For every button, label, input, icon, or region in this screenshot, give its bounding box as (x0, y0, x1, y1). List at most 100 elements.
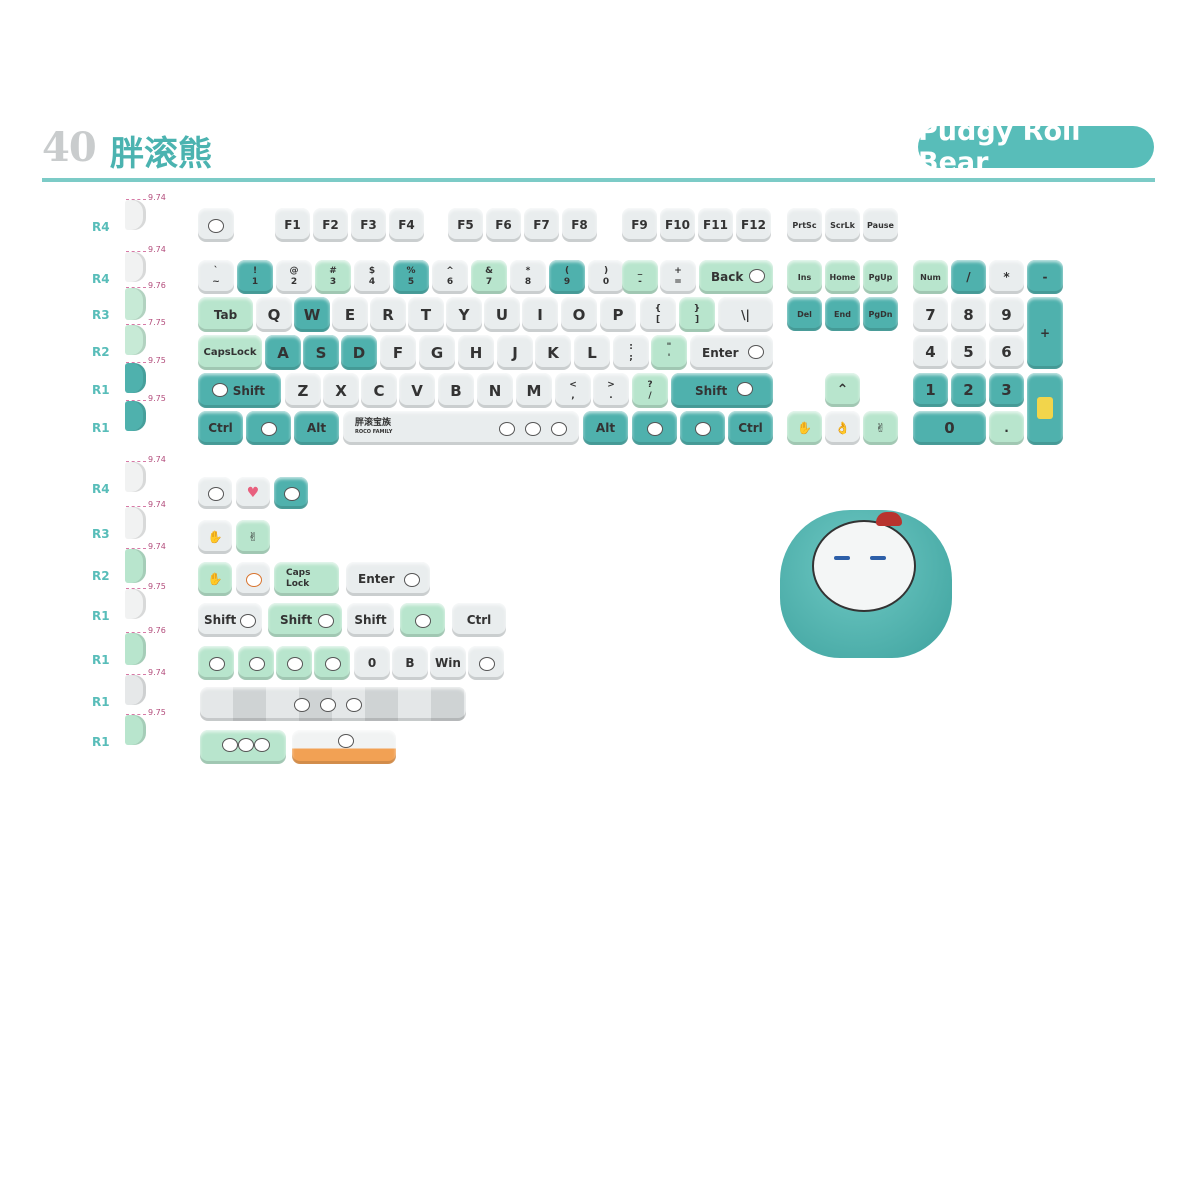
key-lalt[interactable]: Alt (294, 411, 339, 445)
key-lctrl[interactable]: Ctrl (198, 411, 243, 445)
key-o[interactable]: O (561, 297, 597, 332)
extra-key-shift-3[interactable]: Shift (347, 603, 394, 637)
key-arrow-left[interactable]: ✋ (787, 411, 822, 445)
key-rshift[interactable]: Shift (671, 373, 773, 408)
key-arrow-right[interactable]: ✌ (863, 411, 898, 445)
extra-key-paw-2[interactable]: ✋ (198, 562, 232, 596)
key-num-0[interactable]: 0 (913, 411, 986, 445)
extra-key-b[interactable]: B (392, 646, 428, 680)
extra-key-lion[interactable] (236, 562, 270, 596)
extra-key-bear-4[interactable] (198, 646, 234, 680)
key-num-8[interactable]: 8 (951, 297, 986, 332)
extra-key-hand[interactable]: ✌ (236, 520, 270, 554)
key-num-dot[interactable]: . (989, 411, 1024, 445)
key-pause[interactable]: Pause (863, 208, 898, 242)
key-end[interactable]: End (825, 297, 860, 331)
key-f1[interactable]: F1 (275, 208, 310, 242)
key-prtsc[interactable]: PrtSc (787, 208, 822, 242)
key-grave[interactable]: `~ (198, 260, 234, 294)
key-rwin[interactable] (632, 411, 677, 445)
key-v[interactable]: V (399, 373, 435, 408)
key-backspace[interactable]: Back (699, 260, 773, 294)
key-f2[interactable]: F2 (313, 208, 348, 242)
extra-key-bear-8[interactable] (468, 646, 504, 680)
key-a[interactable]: A (265, 335, 301, 370)
key-l[interactable]: L (574, 335, 610, 370)
key-scrlk[interactable]: ScrLk (825, 208, 860, 242)
key-f[interactable]: F (380, 335, 416, 370)
key-num-minus[interactable]: - (1027, 260, 1063, 294)
key-0[interactable]: )0 (588, 260, 624, 294)
key-num-4[interactable]: 4 (913, 335, 948, 369)
key-lbracket[interactable]: {[ (640, 297, 676, 332)
key-g[interactable]: G (419, 335, 455, 370)
key-num-5[interactable]: 5 (951, 335, 986, 369)
key-f3[interactable]: F3 (351, 208, 386, 242)
key-spacebar[interactable]: 胖滚宝族 ROCO FAMILY (343, 411, 579, 445)
key-semicolon[interactable]: :; (613, 335, 649, 370)
key-r[interactable]: R (370, 297, 406, 332)
key-w[interactable]: W (294, 297, 330, 332)
key-s[interactable]: S (303, 335, 339, 370)
key-rctrl[interactable]: Ctrl (728, 411, 773, 445)
key-lshift[interactable]: Shift (198, 373, 281, 408)
key-4[interactable]: $4 (354, 260, 390, 294)
key-9[interactable]: (9 (549, 260, 585, 294)
extra-key-bear-6[interactable] (276, 646, 312, 680)
key-backslash[interactable]: \| (718, 297, 773, 332)
key-d[interactable]: D (341, 335, 377, 370)
key-h[interactable]: H (458, 335, 494, 370)
key-q[interactable]: Q (256, 297, 292, 332)
key-e[interactable]: E (332, 297, 368, 332)
key-lwin[interactable] (246, 411, 291, 445)
key-num-slash[interactable]: / (951, 260, 986, 294)
key-arrow-down[interactable]: 👌 (825, 411, 860, 445)
key-i[interactable]: I (522, 297, 558, 332)
key-rbracket[interactable]: }] (679, 297, 715, 332)
key-capslock[interactable]: CapsLock (198, 335, 262, 370)
key-comma[interactable]: <, (555, 373, 591, 408)
key-z[interactable]: Z (285, 373, 321, 408)
key-c[interactable]: C (361, 373, 397, 408)
key-period[interactable]: >. (593, 373, 629, 408)
key-1[interactable]: !1 (237, 260, 273, 294)
key-arrow-up[interactable]: ⌃ (825, 373, 860, 407)
key-f9[interactable]: F9 (622, 208, 657, 242)
extra-spacebar-orange[interactable] (292, 730, 396, 764)
key-8[interactable]: *8 (510, 260, 546, 294)
key-enter[interactable]: Enter (690, 335, 773, 370)
key-2[interactable]: @2 (276, 260, 312, 294)
key-x[interactable]: X (323, 373, 359, 408)
key-num-2[interactable]: 2 (951, 373, 986, 407)
key-home[interactable]: Home (825, 260, 860, 294)
key-num-plus[interactable]: + (1027, 297, 1063, 369)
key-f7[interactable]: F7 (524, 208, 559, 242)
key-b[interactable]: B (438, 373, 474, 408)
key-numlock[interactable]: Num (913, 260, 948, 294)
extra-key-shift-2[interactable]: Shift (268, 603, 342, 637)
key-k[interactable]: K (535, 335, 571, 370)
extra-key-paw[interactable]: ✋ (198, 520, 232, 554)
key-f6[interactable]: F6 (486, 208, 521, 242)
extra-key-bear-3[interactable] (400, 603, 445, 637)
key-pgup[interactable]: PgUp (863, 260, 898, 294)
extra-key-bear-5[interactable] (238, 646, 274, 680)
key-ralt[interactable]: Alt (583, 411, 628, 445)
key-pgdn[interactable]: PgDn (863, 297, 898, 331)
key-slash[interactable]: ?/ (632, 373, 668, 408)
key-f10[interactable]: F10 (660, 208, 695, 242)
key-u[interactable]: U (484, 297, 520, 332)
key-6[interactable]: ^6 (432, 260, 468, 294)
extra-key-ctrl[interactable]: Ctrl (452, 603, 506, 637)
key-menu[interactable] (680, 411, 725, 445)
extra-key-bear-1[interactable] (198, 477, 232, 509)
key-f5[interactable]: F5 (448, 208, 483, 242)
key-minus[interactable]: _- (622, 260, 658, 294)
key-7[interactable]: &7 (471, 260, 507, 294)
key-equal[interactable]: += (660, 260, 696, 294)
key-3[interactable]: #3 (315, 260, 351, 294)
key-y[interactable]: Y (446, 297, 482, 332)
key-n[interactable]: N (477, 373, 513, 408)
key-5[interactable]: %5 (393, 260, 429, 294)
